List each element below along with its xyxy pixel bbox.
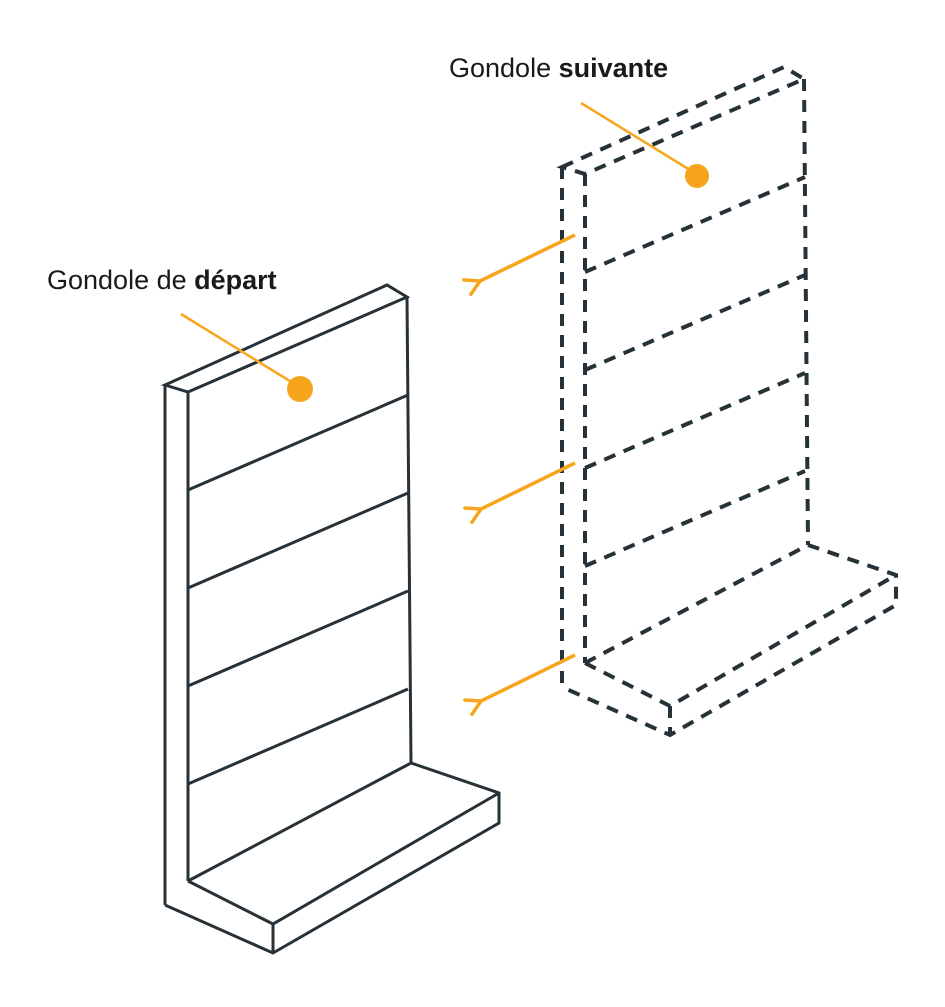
next-gondola-label-prefix: Gondole [449, 53, 559, 83]
start-gondola-label-emphasis: départ [194, 265, 277, 295]
start-gondola-drawing [160, 283, 501, 955]
start-gondola-label: Gondole de départ [47, 265, 277, 296]
next-leader-line [580, 101, 691, 172]
start-gondola-panel [160, 283, 413, 905]
move-arrows [480, 233, 576, 701]
start-leader-line [180, 312, 294, 385]
start-gondola-shelf-lines [187, 393, 409, 786]
next-gondola-pointer [580, 101, 709, 188]
next-gondola-base [561, 542, 898, 738]
next-gondola-panel [556, 64, 810, 687]
move-arrow-bottom [481, 653, 576, 701]
next-gondola-label-emphasis: suivante [558, 53, 669, 83]
start-gondola-label-prefix: Gondole de [47, 265, 195, 295]
move-arrow-middle [481, 461, 576, 509]
start-gondola-base [164, 761, 501, 955]
move-arrow-top [480, 233, 576, 281]
next-gondola-drawing [556, 64, 898, 738]
start-dot-icon [287, 376, 313, 402]
next-gondola-label: Gondole suivante [449, 53, 669, 84]
next-gondola-shelf-lines [584, 175, 806, 568]
start-gondola-pointer [180, 312, 313, 402]
next-dot-icon [685, 164, 709, 188]
